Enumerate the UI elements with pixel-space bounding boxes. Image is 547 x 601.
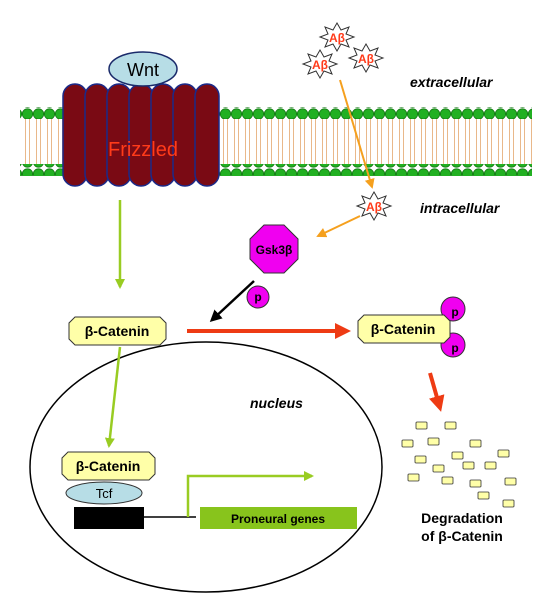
degradation-arrow [428,372,445,412]
phosphate-top [440,296,466,322]
phosphate-label: p [451,341,458,355]
phosphorylated-beta-catenin: β-Catenin p p [357,296,466,358]
gsk3b-label: Gsk3β [256,243,293,257]
amyloid-beta-extracellular-2: Aβ [301,48,339,80]
abeta-label: Aβ [358,52,374,66]
degradation-label-line1: Degradation [421,510,503,526]
abeta-to-gsk3b-arrow [316,215,361,238]
proneural-genes: Proneural genes [200,507,357,529]
frizzled-receptor: Frizzled [62,83,220,187]
beta-catenin-label: β-Catenin [371,321,436,337]
wnt-label: Wnt [127,60,159,80]
intracellular-label: intracellular [420,200,501,216]
wnt-ligand: Wnt [108,51,178,87]
tcf-binding-site [74,507,144,529]
gsk3b-phosphorylation-arrow [209,280,255,323]
abeta-label: Aβ [366,200,382,214]
abeta-label: Aβ [329,31,345,45]
nucleus: nucleus [29,341,383,593]
beta-catenin-label: β-Catenin [85,323,150,339]
beta-catenin-label: β-Catenin [76,458,141,474]
beta-catenin-nuclear: β-Catenin [61,451,156,481]
proneural-genes-label: Proneural genes [231,512,325,526]
tcf-factor: Tcf [65,481,143,505]
phosphate-free: p [246,285,270,309]
transcription-arrow [186,471,314,517]
abeta-entry-arrow [339,79,375,189]
gsk3b-kinase: Gsk3β [249,224,299,274]
beta-catenin-cytoplasm: β-Catenin [68,316,167,346]
amyloid-beta-extracellular-1: Aβ [318,21,356,53]
nucleus-label: nucleus [250,395,303,411]
degraded-catenin-fragments [401,421,517,508]
degradation-label-line2: of β-Catenin [421,528,503,544]
catenin-nuclear-entry-arrow [104,346,122,448]
tcf-label: Tcf [96,486,113,501]
frizzled-label: Frizzled [108,139,178,161]
amyloid-beta-extracellular-3: Aβ [347,42,385,74]
abeta-label: Aβ [312,58,328,72]
phosphate-label: p [451,305,458,319]
extracellular-label: extracellular [410,74,494,90]
phosphate-label: p [254,290,261,304]
amyloid-beta-intracellular: Aβ [355,190,393,222]
